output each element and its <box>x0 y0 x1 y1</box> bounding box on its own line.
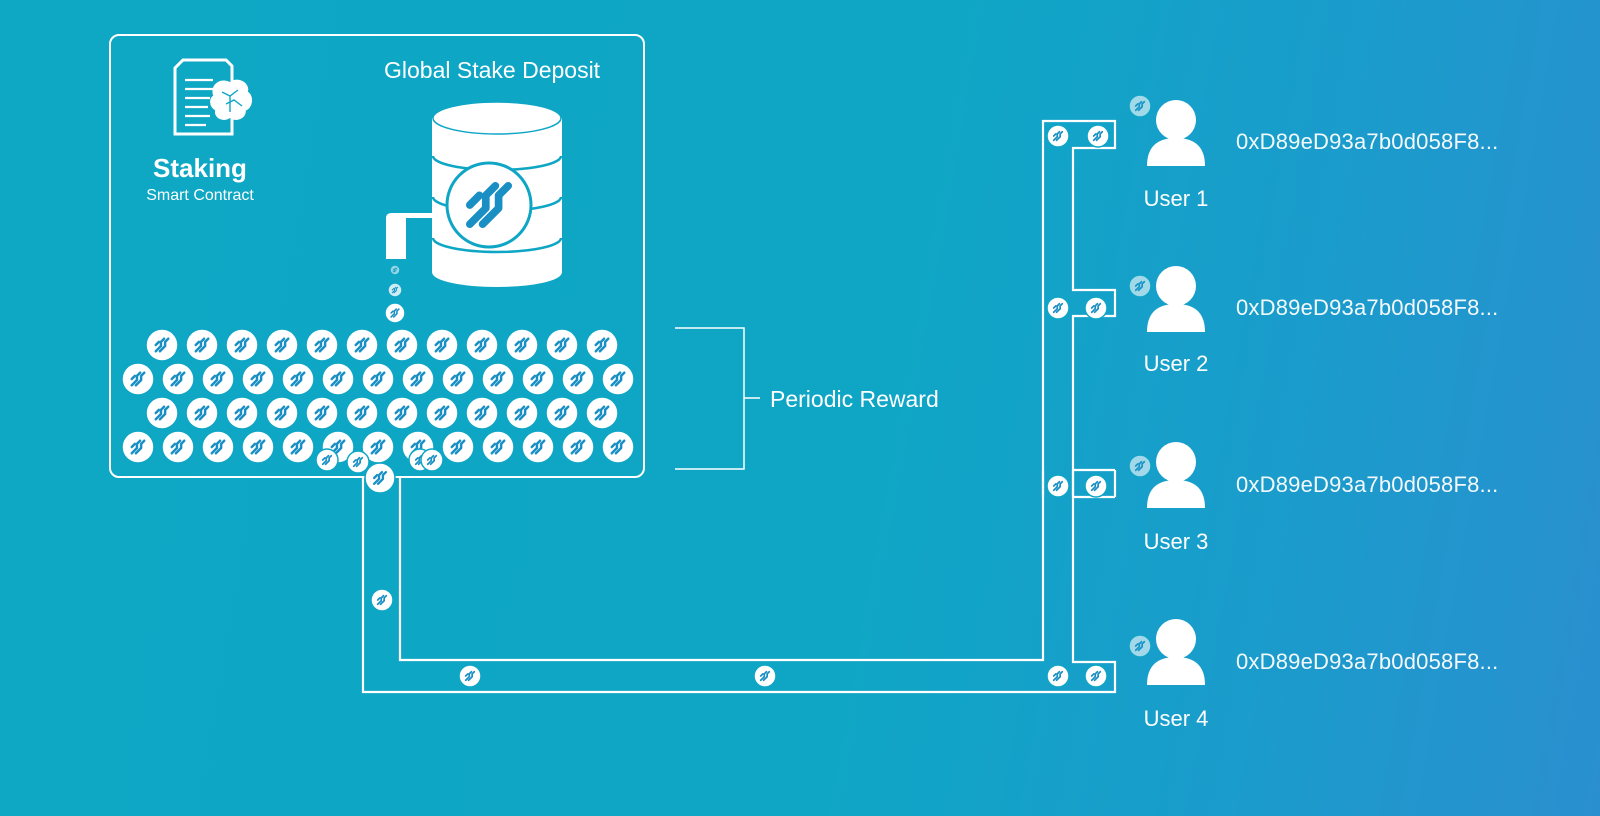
token-coin-icon <box>385 328 419 362</box>
token-coin-icon <box>425 328 459 362</box>
token-coin-icon <box>387 282 403 298</box>
token-coin-icon <box>585 396 619 430</box>
token-coin-icon <box>601 430 635 464</box>
token-coin-icon <box>145 328 179 362</box>
database-icon <box>386 101 563 287</box>
token-coin-icon <box>305 396 339 430</box>
token-coin-icon <box>505 328 539 362</box>
user-address-4: 0xD89eD93a7b0d058F8... <box>1236 649 1499 674</box>
user-label-1: User 1 <box>1143 186 1209 211</box>
token-coin-icon <box>201 430 235 464</box>
token-coin-icon <box>561 430 595 464</box>
token-coin-icon <box>281 362 315 396</box>
token-coin-icon <box>121 430 155 464</box>
user-address-3: 0xD89eD93a7b0d058F8... <box>1236 472 1499 497</box>
document-brain-icon <box>173 58 253 136</box>
token-coin-icon <box>545 328 579 362</box>
token-coin-icon <box>441 362 475 396</box>
token-coin-icon <box>1046 474 1070 498</box>
deposit-title: Global Stake Deposit <box>384 57 601 83</box>
user-label-3: User 3 <box>1143 529 1209 554</box>
user-address-1: 0xD89eD93a7b0d058F8... <box>1236 129 1499 154</box>
token-coin-icon <box>1128 634 1152 658</box>
token-coin-icon <box>225 396 259 430</box>
user-icon-3 <box>1147 442 1205 508</box>
token-coin-icon <box>370 588 394 612</box>
token-coin-icon <box>585 328 619 362</box>
token-coin-icon <box>1086 124 1110 148</box>
user-label-4: User 4 <box>1143 706 1209 731</box>
token-coin-icon <box>161 362 195 396</box>
token-coin-icon <box>521 362 555 396</box>
token-coin-icon <box>561 362 595 396</box>
token-coin-icon <box>346 450 370 474</box>
token-coin-icon <box>1046 664 1070 688</box>
user-address-2: 0xD89eD93a7b0d058F8... <box>1236 295 1499 320</box>
token-coin-icon <box>545 396 579 430</box>
token-coin-icon <box>420 448 444 472</box>
token-coin-icon <box>1046 296 1070 320</box>
token-coin-icon <box>241 362 275 396</box>
token-coin-icon <box>458 664 482 688</box>
token-coin-icon <box>505 396 539 430</box>
token-coin-icon <box>481 430 515 464</box>
token-coin-icon <box>161 430 195 464</box>
token-coin-icon <box>401 362 435 396</box>
token-coin-icon <box>1128 454 1152 478</box>
token-coin-icon <box>364 462 396 494</box>
reward-label: Periodic Reward <box>770 386 939 412</box>
token-coin-icon <box>361 362 395 396</box>
token-coin-icon <box>305 328 339 362</box>
token-coin-icon <box>465 328 499 362</box>
user-icon-4 <box>1147 619 1205 685</box>
contract-subtitle: Smart Contract <box>146 187 254 204</box>
token-coin-icon <box>315 448 339 472</box>
token-coin-icon <box>385 396 419 430</box>
token-coin-icon <box>1128 274 1152 298</box>
token-coin-icon <box>441 430 475 464</box>
token-coin-icon <box>465 396 499 430</box>
token-coin-icon <box>145 396 179 430</box>
token-coin-icon <box>384 302 406 324</box>
token-coin-icon <box>425 396 459 430</box>
token-coin-icon <box>281 430 315 464</box>
contract-title: Staking <box>153 153 247 183</box>
token-coin-icon <box>345 328 379 362</box>
token-coin-icon <box>201 362 235 396</box>
token-coin-icon <box>225 328 259 362</box>
token-coin-icon <box>1128 94 1152 118</box>
token-coin-icon <box>1046 124 1070 148</box>
user-label-2: User 2 <box>1143 351 1209 376</box>
token-coin-icon <box>481 362 515 396</box>
reward-bracket <box>675 327 760 470</box>
distribution-pipe <box>361 119 1117 694</box>
token-coin-icon <box>321 362 355 396</box>
token-coin-icon <box>265 328 299 362</box>
token-coin-icon <box>345 396 379 430</box>
token-layer <box>121 94 1152 688</box>
user-icon-2 <box>1147 266 1205 332</box>
token-coin-icon <box>753 664 777 688</box>
token-coin-icon <box>601 362 635 396</box>
token-coin-icon <box>1084 296 1108 320</box>
token-coin-icon <box>241 430 275 464</box>
token-coin-icon <box>121 362 155 396</box>
token-coin-icon <box>1084 474 1108 498</box>
token-coin-icon <box>185 396 219 430</box>
token-coin-icon <box>185 328 219 362</box>
user-icon-1 <box>1147 100 1205 166</box>
token-coin-icon <box>521 430 555 464</box>
token-coin-icon <box>389 264 401 276</box>
token-coin-icon <box>1084 664 1108 688</box>
token-coin-icon <box>265 396 299 430</box>
